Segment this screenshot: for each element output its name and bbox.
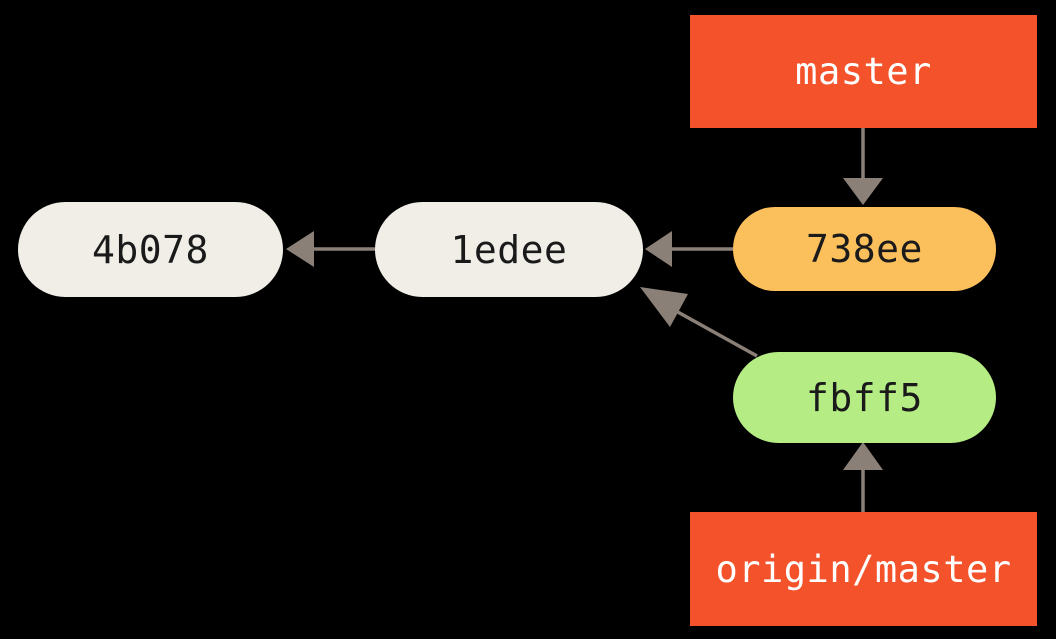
edge-738ee-to-1edee: [645, 231, 733, 267]
edge-origin-master-to-fbff5: [843, 442, 883, 512]
commit-node-fbff5[interactable]: fbff5: [733, 352, 996, 443]
commit-node-1edee[interactable]: 1edee: [375, 202, 643, 297]
ref-label-master: master: [795, 50, 932, 93]
commit-label-738ee: 738ee: [806, 227, 923, 271]
commit-label-4b078: 4b078: [92, 227, 209, 272]
ref-node-origin-master[interactable]: origin/master: [690, 512, 1037, 626]
edge-master-to-738ee: [843, 128, 883, 205]
commit-label-fbff5: fbff5: [806, 375, 923, 420]
commit-node-738ee[interactable]: 738ee: [733, 207, 996, 291]
ref-node-master[interactable]: master: [690, 15, 1037, 128]
commit-node-4b078[interactable]: 4b078: [18, 202, 283, 297]
commit-label-1edee: 1edee: [450, 227, 568, 272]
edge-fbff5-to-1edee: [640, 287, 758, 358]
edge-1edee-to-4b078: [286, 231, 375, 267]
ref-label-origin-master: origin/master: [715, 547, 1012, 591]
